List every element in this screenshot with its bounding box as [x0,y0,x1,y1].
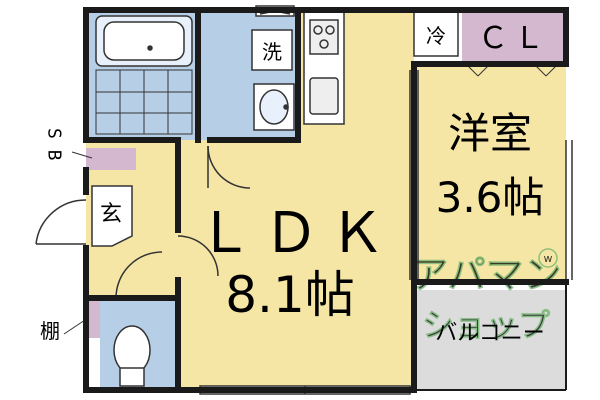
walls [83,7,569,393]
watermark-w-icon: w [538,248,558,268]
kitchen-counter [303,11,345,125]
toilet [113,325,151,387]
washer-label: 洗 [262,40,282,64]
western-room-floor [414,64,566,282]
svg-text:w: w [544,252,553,265]
closet-floor [462,10,566,64]
toilet-door [115,251,163,299]
watermark-line2: ショップ [422,306,550,344]
shelf-floor [86,298,100,338]
balcony-floor [414,290,566,390]
closet-label: ＣＬ [478,21,550,56]
western-room-name: 洋室 [448,109,532,158]
fridge-space: 冷 [413,11,459,57]
watermark-line1: アパマン [410,253,561,297]
outer-wall-light [414,282,567,391]
shoebox-label: S B [44,128,65,161]
ldk-size: 8.1帖 [225,266,355,324]
ldk-door-swings [177,145,251,277]
balcony-label: バルコニー [435,321,545,346]
entrance-label: 玄 [100,202,122,227]
western-room-size: 3.6帖 [436,173,545,222]
entrance-step: 玄 [91,185,133,247]
entrance-door [35,199,87,245]
western-room-sliding-doors [409,70,573,280]
shoebox-floor [86,148,136,170]
fridge-label: 冷 [426,24,446,48]
washer-pan: 洗 [251,29,293,71]
bathtub [95,15,193,67]
shoebox-leader [71,151,93,159]
bathroom-tiles [95,69,193,135]
washbasin [253,83,295,131]
shelf-label: 棚 [40,319,60,343]
ldk-name: ＬＤＫ [197,201,395,266]
